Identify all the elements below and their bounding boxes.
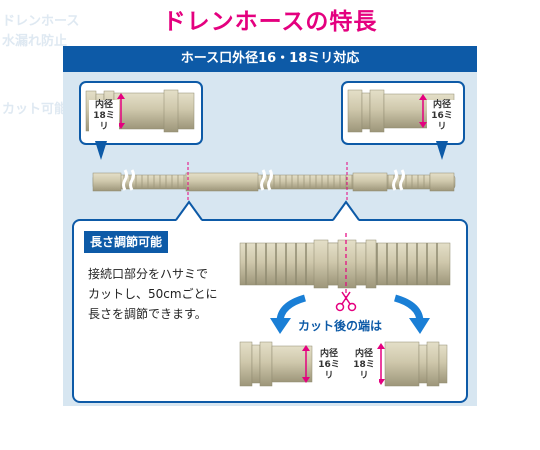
arrow-down-right-icon [393, 294, 430, 334]
ghost-text: 水漏れ防止 [2, 34, 68, 49]
scissors-icon [335, 291, 357, 312]
inset-pointer [95, 141, 107, 160]
drain-hose-icon [92, 169, 456, 192]
length-adjust-description: 接続口部分をハサミで カットし、50cmごとに 長さを調節できます。 [88, 267, 218, 321]
size-banner: ホース口外径16・18ミリ対応 [63, 46, 477, 72]
ghost-text: ドレンホース [2, 14, 80, 29]
inset-pointer [436, 141, 448, 160]
fitting-cut-18mm-icon [377, 341, 448, 387]
after-cut-label: カット後の端は [298, 319, 383, 333]
page-title: ドレンホースの特長 [162, 9, 378, 35]
length-adjust-heading: 長さ調節可能 [84, 231, 169, 253]
arrow-down-left-icon [270, 294, 307, 334]
hose-closeup-icon [239, 239, 451, 289]
ghost-text: カット可能 [2, 102, 68, 117]
fitting-cut-16mm-icon [239, 341, 313, 387]
